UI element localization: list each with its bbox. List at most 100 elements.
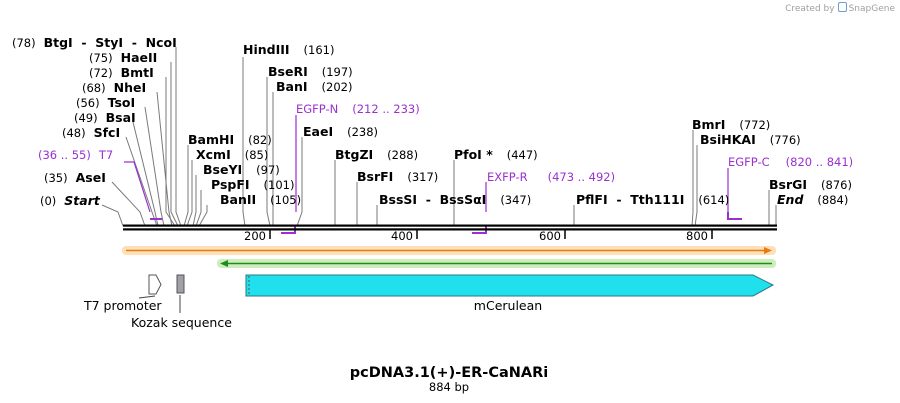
tick-label-400: 400 xyxy=(391,229,413,243)
site-pos-bmri: (772) xyxy=(739,118,770,132)
tick-800: 800 xyxy=(686,229,713,243)
site-name-nhei: NheI xyxy=(114,80,147,95)
primer-name-egfp-n: EGFP-N xyxy=(296,102,338,116)
site-pos-bsihkai: (776) xyxy=(770,133,801,147)
svg-text:BanII(105): BanII (105) xyxy=(220,192,301,207)
primer-range-t7: (36 .. 55) xyxy=(38,148,91,162)
site-name-banii: BanII xyxy=(220,192,256,207)
svg-text:BsiHKAI(776): BsiHKAI (776) xyxy=(700,132,801,147)
svg-text:PspFI(101): PspFI (101) xyxy=(211,177,294,192)
svg-text:BanI(202): BanI (202) xyxy=(276,79,352,94)
snapgene-logo-icon xyxy=(837,2,847,12)
promoter-arrow-icon xyxy=(148,274,162,295)
site-name-bsai: BsaI xyxy=(106,110,136,125)
tick-600: 600 xyxy=(539,229,566,243)
svg-text:BtgZI(288): BtgZI (288) xyxy=(335,147,418,162)
site-name-hindiii: HindIII xyxy=(243,42,290,57)
primer-arrow-egfp-c xyxy=(727,212,742,220)
primer-name-egfp-c: EGFP-C xyxy=(728,155,770,169)
site-name-bmti: BmtI xyxy=(121,65,154,80)
site-pos-bsrfi: (317) xyxy=(407,170,438,184)
plasmid-title: pcDNA3.1(+)-ER-CaNARi xyxy=(350,365,548,381)
svg-text:(78)BtgI - StyI - NcoI: (78)BtgI - StyI - NcoI xyxy=(12,35,177,50)
site-pos-xcmi: (85) xyxy=(245,148,269,162)
svg-text:End(884): End(884) xyxy=(777,192,848,207)
svg-text:BssSI - BssSαI(347): BssSI - BssSαI(347) xyxy=(379,192,531,207)
site-pos-bamhi: (82) xyxy=(248,133,272,147)
svg-text:BsrFI(317): BsrFI (317) xyxy=(357,169,438,184)
feature-label-kozak: Kozak sequence xyxy=(131,315,232,330)
site-name-sfci: SfcI xyxy=(94,125,121,140)
svg-text:(36 .. 55)T7: (36 .. 55) T7 xyxy=(38,148,113,162)
site-pos-pspfi: (101) xyxy=(264,178,295,192)
svg-text:(49)BsaI: (49) BsaI xyxy=(74,110,136,125)
primer-labels: (36 .. 55) T7 EGFP-N(212 .. 233) EXFP-R(4… xyxy=(38,102,853,184)
svg-text:(68)NheI: (68) NheI xyxy=(82,80,146,95)
primer-arrows xyxy=(150,212,742,234)
svg-text:EGFP-N(212 .. 233): EGFP-N(212 .. 233) xyxy=(296,102,420,116)
site-pos-bseri: (197) xyxy=(322,65,353,79)
svg-text:(75)HaeII: (75) HaeII xyxy=(89,50,157,65)
site-name-bsrfi: BsrFI xyxy=(357,169,393,184)
site-name-pflfi: PflFI - Tth111I xyxy=(576,192,684,207)
site-pos-bani: (202) xyxy=(322,80,353,94)
primer-name-t7: T7 xyxy=(98,148,113,162)
svg-text:(48)SfcI: (48) SfcI xyxy=(62,125,120,140)
site-name-bseri: BseRI xyxy=(268,64,308,79)
site-pos-sfci: (48) xyxy=(62,126,86,140)
site-labels: (78)BtgI - StyI - NcoI (75) HaeII (72) Bmt… xyxy=(12,35,852,208)
site-pos-banii: (105) xyxy=(270,193,301,207)
site-pos-bsrgi: (876) xyxy=(821,178,852,192)
site-pos-pflfi: (614) xyxy=(698,193,729,207)
svg-text:EGFP-C(820 .. 841): EGFP-C (820 .. 841) xyxy=(728,155,853,169)
feature-kozak: Kozak sequence xyxy=(131,274,232,330)
site-pos-nhei: (68) xyxy=(82,81,106,95)
site-pos-bsai: (49) xyxy=(74,111,98,125)
site-name-eaei: EaeI xyxy=(303,124,333,139)
site-pos-bmti: (72) xyxy=(89,66,113,80)
tick-label-200: 200 xyxy=(244,229,266,243)
site-name-bmri: BmrI xyxy=(692,117,725,132)
site-name-bseyi: BseYI xyxy=(203,162,242,177)
tick-400: 400 xyxy=(391,229,418,243)
site-name-haeii: HaeII xyxy=(121,50,158,65)
primer-range-exfp-r: (473 .. 492) xyxy=(548,170,616,184)
site-pos-bsssi: (347) xyxy=(500,193,531,207)
site-name-btgi: BtgI - StyI - NcoI xyxy=(44,35,177,50)
site-name-btgzi: BtgZI xyxy=(335,147,373,162)
primer-range-egfp-c: (820 .. 841) xyxy=(786,155,854,169)
orf-reverse xyxy=(217,259,776,268)
site-pos-end: (884) xyxy=(817,193,848,207)
tick-label-600: 600 xyxy=(539,229,561,243)
credit-app: SnapGene xyxy=(848,4,895,14)
svg-text:(35)AseI: (35)AseI xyxy=(44,170,106,185)
svg-text:EXFP-R(473 .. 492): EXFP-R(473 .. 492) xyxy=(487,170,615,184)
site-pos-hindiii: (161) xyxy=(304,43,335,57)
site-name-xcmi: XcmI xyxy=(196,147,231,162)
site-pos-asei: (35) xyxy=(44,171,68,185)
site-pos-start: (0) xyxy=(40,194,56,208)
svg-text:BsrGI(876): BsrGI(876) xyxy=(769,177,852,192)
site-pos-eaei: (238) xyxy=(347,125,378,139)
site-name-bsihkai: BsiHKAI xyxy=(700,132,756,147)
plasmid-length: 884 bp xyxy=(429,380,469,394)
feature-label-mcerulean: mCerulean xyxy=(474,298,542,313)
tick-200: 200 xyxy=(244,229,271,243)
site-pos-bseyi: (97) xyxy=(256,163,280,177)
site-name-pspfi: PspFI xyxy=(211,177,250,192)
site-name-bani: BanI xyxy=(276,79,308,94)
site-name-tsoi: TsoI xyxy=(108,95,136,110)
svg-text:PfoI *(447): PfoI *(447) xyxy=(454,147,538,162)
site-pos-tsoi: (56) xyxy=(76,96,100,110)
site-pos-haeii: (75) xyxy=(89,51,113,65)
svg-text:(72)BmtI: (72) BmtI xyxy=(89,65,154,80)
svg-text:XcmI(85): XcmI (85) xyxy=(196,147,268,162)
site-name-pfoi: PfoI * xyxy=(454,147,493,162)
credit-text: Created by xyxy=(785,4,835,14)
svg-text:HindIII(161): HindIII (161) xyxy=(243,42,334,57)
tick-label-800: 800 xyxy=(686,229,708,243)
site-pos-btgzi: (288) xyxy=(387,148,418,162)
svg-text:BamHI(82): BamHI (82) xyxy=(188,132,272,147)
site-name-bamhi: BamHI xyxy=(188,132,234,147)
